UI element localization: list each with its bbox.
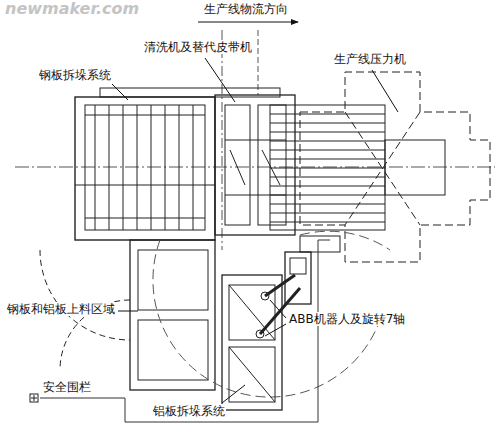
part-label: 清洗机及替代皮带机	[143, 40, 253, 54]
tube	[123, 105, 124, 230]
conveyor-belt	[270, 141, 385, 142]
flow-direction-label: 生产线物流方向	[203, 2, 289, 16]
fence-symbol	[30, 394, 38, 402]
tube	[95, 105, 96, 230]
part-label: 钢板和铝板上料区域	[6, 302, 116, 316]
flow-arrow	[198, 22, 298, 23]
conveyor-belt	[270, 150, 385, 151]
cleaning-machine	[215, 95, 295, 235]
conveyor-belt	[270, 177, 385, 178]
part-label: 钢板拆垛系统	[38, 68, 112, 82]
tube	[193, 105, 194, 230]
robot-reach	[300, 231, 390, 250]
tube	[165, 105, 166, 230]
conveyor-belt	[270, 195, 385, 196]
safety-fence	[40, 240, 330, 422]
tube	[151, 105, 152, 230]
conveyor-belt	[270, 114, 385, 115]
center-line	[258, 30, 259, 95]
part-label: ABB机器人及旋转7轴	[288, 312, 406, 326]
fence-symbol	[31, 398, 37, 399]
part-label: 生产线压力机	[333, 52, 407, 66]
part-label: 铝板拆垛系统	[152, 404, 226, 418]
part-label: 安全围栏	[42, 380, 92, 394]
conveyor-belt	[270, 132, 385, 133]
conveyor	[270, 105, 385, 230]
leader-line	[112, 58, 398, 403]
steel-destacker	[75, 88, 280, 240]
conveyor-belt	[270, 204, 385, 205]
center-line	[15, 167, 495, 168]
center-line	[222, 30, 223, 250]
watermark: newmaker.com	[4, 2, 140, 16]
aluminium-destacker	[222, 275, 282, 410]
conveyor-belt	[270, 222, 385, 223]
press	[300, 72, 490, 262]
tube	[109, 105, 110, 230]
conveyor-belt	[270, 123, 385, 124]
conveyor-belt	[270, 159, 385, 160]
conveyor-belt	[270, 168, 385, 169]
conveyor-belt	[270, 186, 385, 187]
press-bed	[385, 140, 445, 195]
tube	[137, 105, 138, 230]
tube	[179, 105, 180, 230]
conveyor-belt	[270, 213, 385, 214]
